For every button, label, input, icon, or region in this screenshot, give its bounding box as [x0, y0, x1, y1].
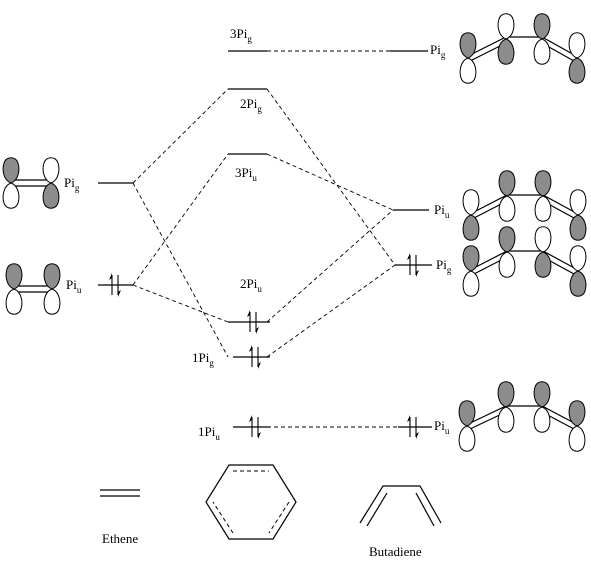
label-but-piu-mid: Piu	[434, 202, 450, 220]
label-2piu: 2Piu	[240, 276, 262, 294]
butadiene-pig-mid-orbital	[462, 226, 587, 297]
corr-2pig-but-pig	[266, 88, 396, 266]
label-eth-piu: Piu	[66, 277, 82, 295]
label-eth-pig: Pig	[64, 175, 80, 193]
corr-eth-pig-1pig	[132, 182, 229, 358]
butadiene-structure	[359, 485, 442, 527]
corr-2piu-but-piu	[266, 209, 394, 323]
corr-eth-piu-2piu	[132, 284, 229, 323]
label-but-piu-bot: Piu	[434, 418, 450, 436]
label-but-pig-mid: Pig	[436, 257, 452, 275]
corr-3piu-but-piu	[266, 153, 394, 211]
label-2pig: 2Pig	[240, 96, 262, 114]
ethene-pig-orbital	[2, 157, 60, 209]
corr-1pig-but-pig	[266, 264, 396, 358]
label-3pig: 3Pig	[230, 26, 252, 44]
butadiene-pig-top-orbital	[459, 13, 586, 84]
label-3piu: 3Piu	[235, 165, 257, 183]
corr-eth-pig-2pig	[132, 88, 229, 184]
benzene-structure	[205, 464, 297, 540]
electron-pairs	[108, 252, 420, 440]
caption-ethene: Ethene	[102, 531, 138, 546]
level-labels: Pig Piu 3Pig 2Pig 3Piu 2Piu 1Pig 1Piu Pi…	[64, 26, 452, 442]
caption-butadiene: Butadiene	[369, 544, 422, 559]
correlation-lines	[132, 50, 398, 428]
label-but-pig-top: Pig	[430, 42, 446, 60]
label-1piu: 1Piu	[198, 424, 220, 442]
butadiene-piu-bot-orbital	[458, 381, 586, 452]
label-1pig: 1Pig	[192, 350, 214, 368]
corr-eth-piu-3piu	[132, 153, 229, 286]
energy-levels	[98, 50, 432, 428]
butadiene-piu-mid-orbital	[462, 170, 587, 241]
ethene-piu-orbital	[5, 263, 61, 315]
ethene-structure	[100, 489, 140, 497]
